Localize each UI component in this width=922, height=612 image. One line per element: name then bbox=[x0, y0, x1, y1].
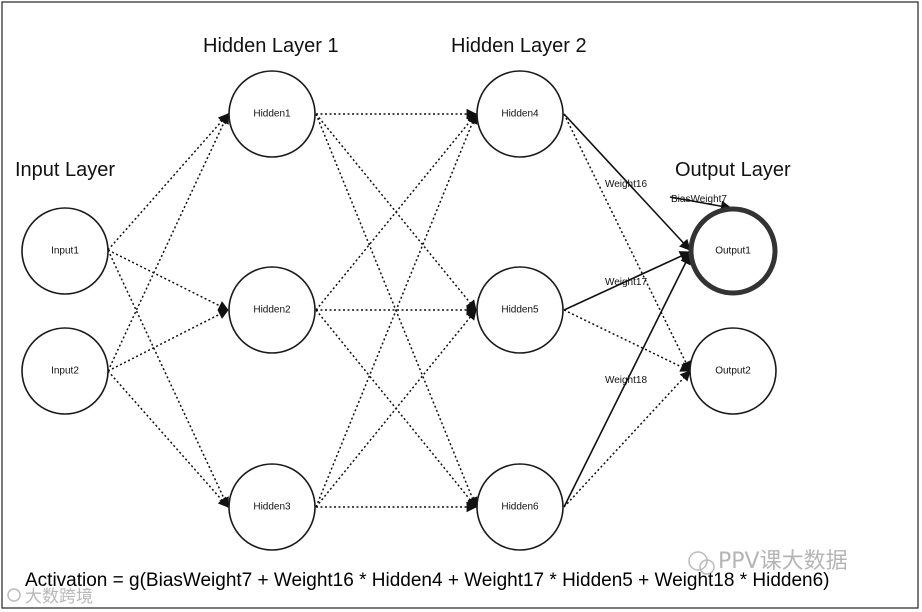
node-output2-label: Output2 bbox=[715, 366, 751, 377]
node-input1-label: Input1 bbox=[51, 246, 79, 257]
edge-input2-hidden3 bbox=[107, 370, 229, 508]
edge-input2-hidden2 bbox=[107, 309, 229, 372]
node-input1: Input1 bbox=[21, 207, 109, 295]
node-hidden6-label: Hidden6 bbox=[501, 502, 539, 513]
logo-icon bbox=[7, 588, 21, 602]
edge-hidden4-output1 bbox=[563, 113, 691, 251]
label-weight16: Weight16 bbox=[605, 179, 648, 190]
hidden-layer-1-title: Hidden Layer 1 bbox=[203, 35, 339, 57]
activation-formula: Activation = g(BiasWeight7 + Weight16 * … bbox=[25, 570, 830, 591]
watermark-left-text: 大数跨境 bbox=[25, 587, 93, 607]
node-input2-label: Input2 bbox=[51, 366, 79, 377]
edge-hidden6-output2 bbox=[563, 370, 691, 508]
edge-hidden4-output2 bbox=[563, 113, 691, 372]
node-hidden2-label: Hidden2 bbox=[253, 305, 291, 316]
node-hidden4: Hidden4 bbox=[476, 70, 564, 158]
node-hidden5: Hidden5 bbox=[476, 266, 564, 354]
edges-input-to-hidden1 bbox=[107, 113, 229, 508]
node-hidden4-label: Hidden4 bbox=[501, 109, 539, 120]
edge-input1-hidden3 bbox=[107, 249, 229, 508]
edge-bias-output1 bbox=[669, 196, 733, 212]
watermark-right: PPV课大数据 bbox=[688, 549, 848, 575]
label-bias-weight7: BiasWeight7 bbox=[671, 194, 727, 205]
node-hidden2: Hidden2 bbox=[228, 266, 316, 354]
edge-input2-hidden1 bbox=[107, 113, 229, 372]
edge-hidden6-output1 bbox=[563, 252, 691, 508]
edge-hidden2-hidden4 bbox=[315, 113, 477, 311]
output-layer-title: Output Layer bbox=[675, 159, 791, 181]
node-output2: Output2 bbox=[689, 327, 777, 415]
edges-hidden1-to-hidden2 bbox=[315, 108, 478, 513]
node-hidden3: Hidden3 bbox=[228, 463, 316, 551]
label-weight18: Weight18 bbox=[605, 375, 648, 386]
edge-hidden3-hidden4 bbox=[315, 113, 478, 508]
label-weight17: Weight17 bbox=[605, 277, 648, 288]
watermark-right-text: PPV课大数据 bbox=[718, 549, 848, 574]
wechat-icon bbox=[688, 551, 708, 571]
node-output1: Output1 bbox=[688, 206, 778, 296]
edges-hidden2-to-output bbox=[563, 113, 733, 508]
hidden-layer-2-title: Hidden Layer 2 bbox=[451, 35, 587, 57]
node-hidden5-label: Hidden5 bbox=[501, 305, 539, 316]
node-output1-label: Output1 bbox=[715, 246, 751, 257]
node-hidden3-label: Hidden3 bbox=[253, 502, 291, 513]
node-hidden1-label: Hidden1 bbox=[253, 109, 291, 120]
edge-input1-hidden2 bbox=[107, 249, 229, 311]
edge-hidden5-output1 bbox=[563, 251, 692, 311]
watermark-left: 大数跨境 bbox=[7, 587, 93, 607]
edge-hidden3-hidden5 bbox=[315, 309, 477, 508]
node-input2: Input2 bbox=[21, 327, 109, 415]
node-hidden6: Hidden6 bbox=[476, 463, 564, 551]
node-hidden1: Hidden1 bbox=[228, 70, 316, 158]
edge-hidden5-output2 bbox=[563, 309, 691, 372]
edge-input1-hidden1 bbox=[107, 113, 229, 251]
input-layer-title: Input Layer bbox=[15, 159, 115, 181]
